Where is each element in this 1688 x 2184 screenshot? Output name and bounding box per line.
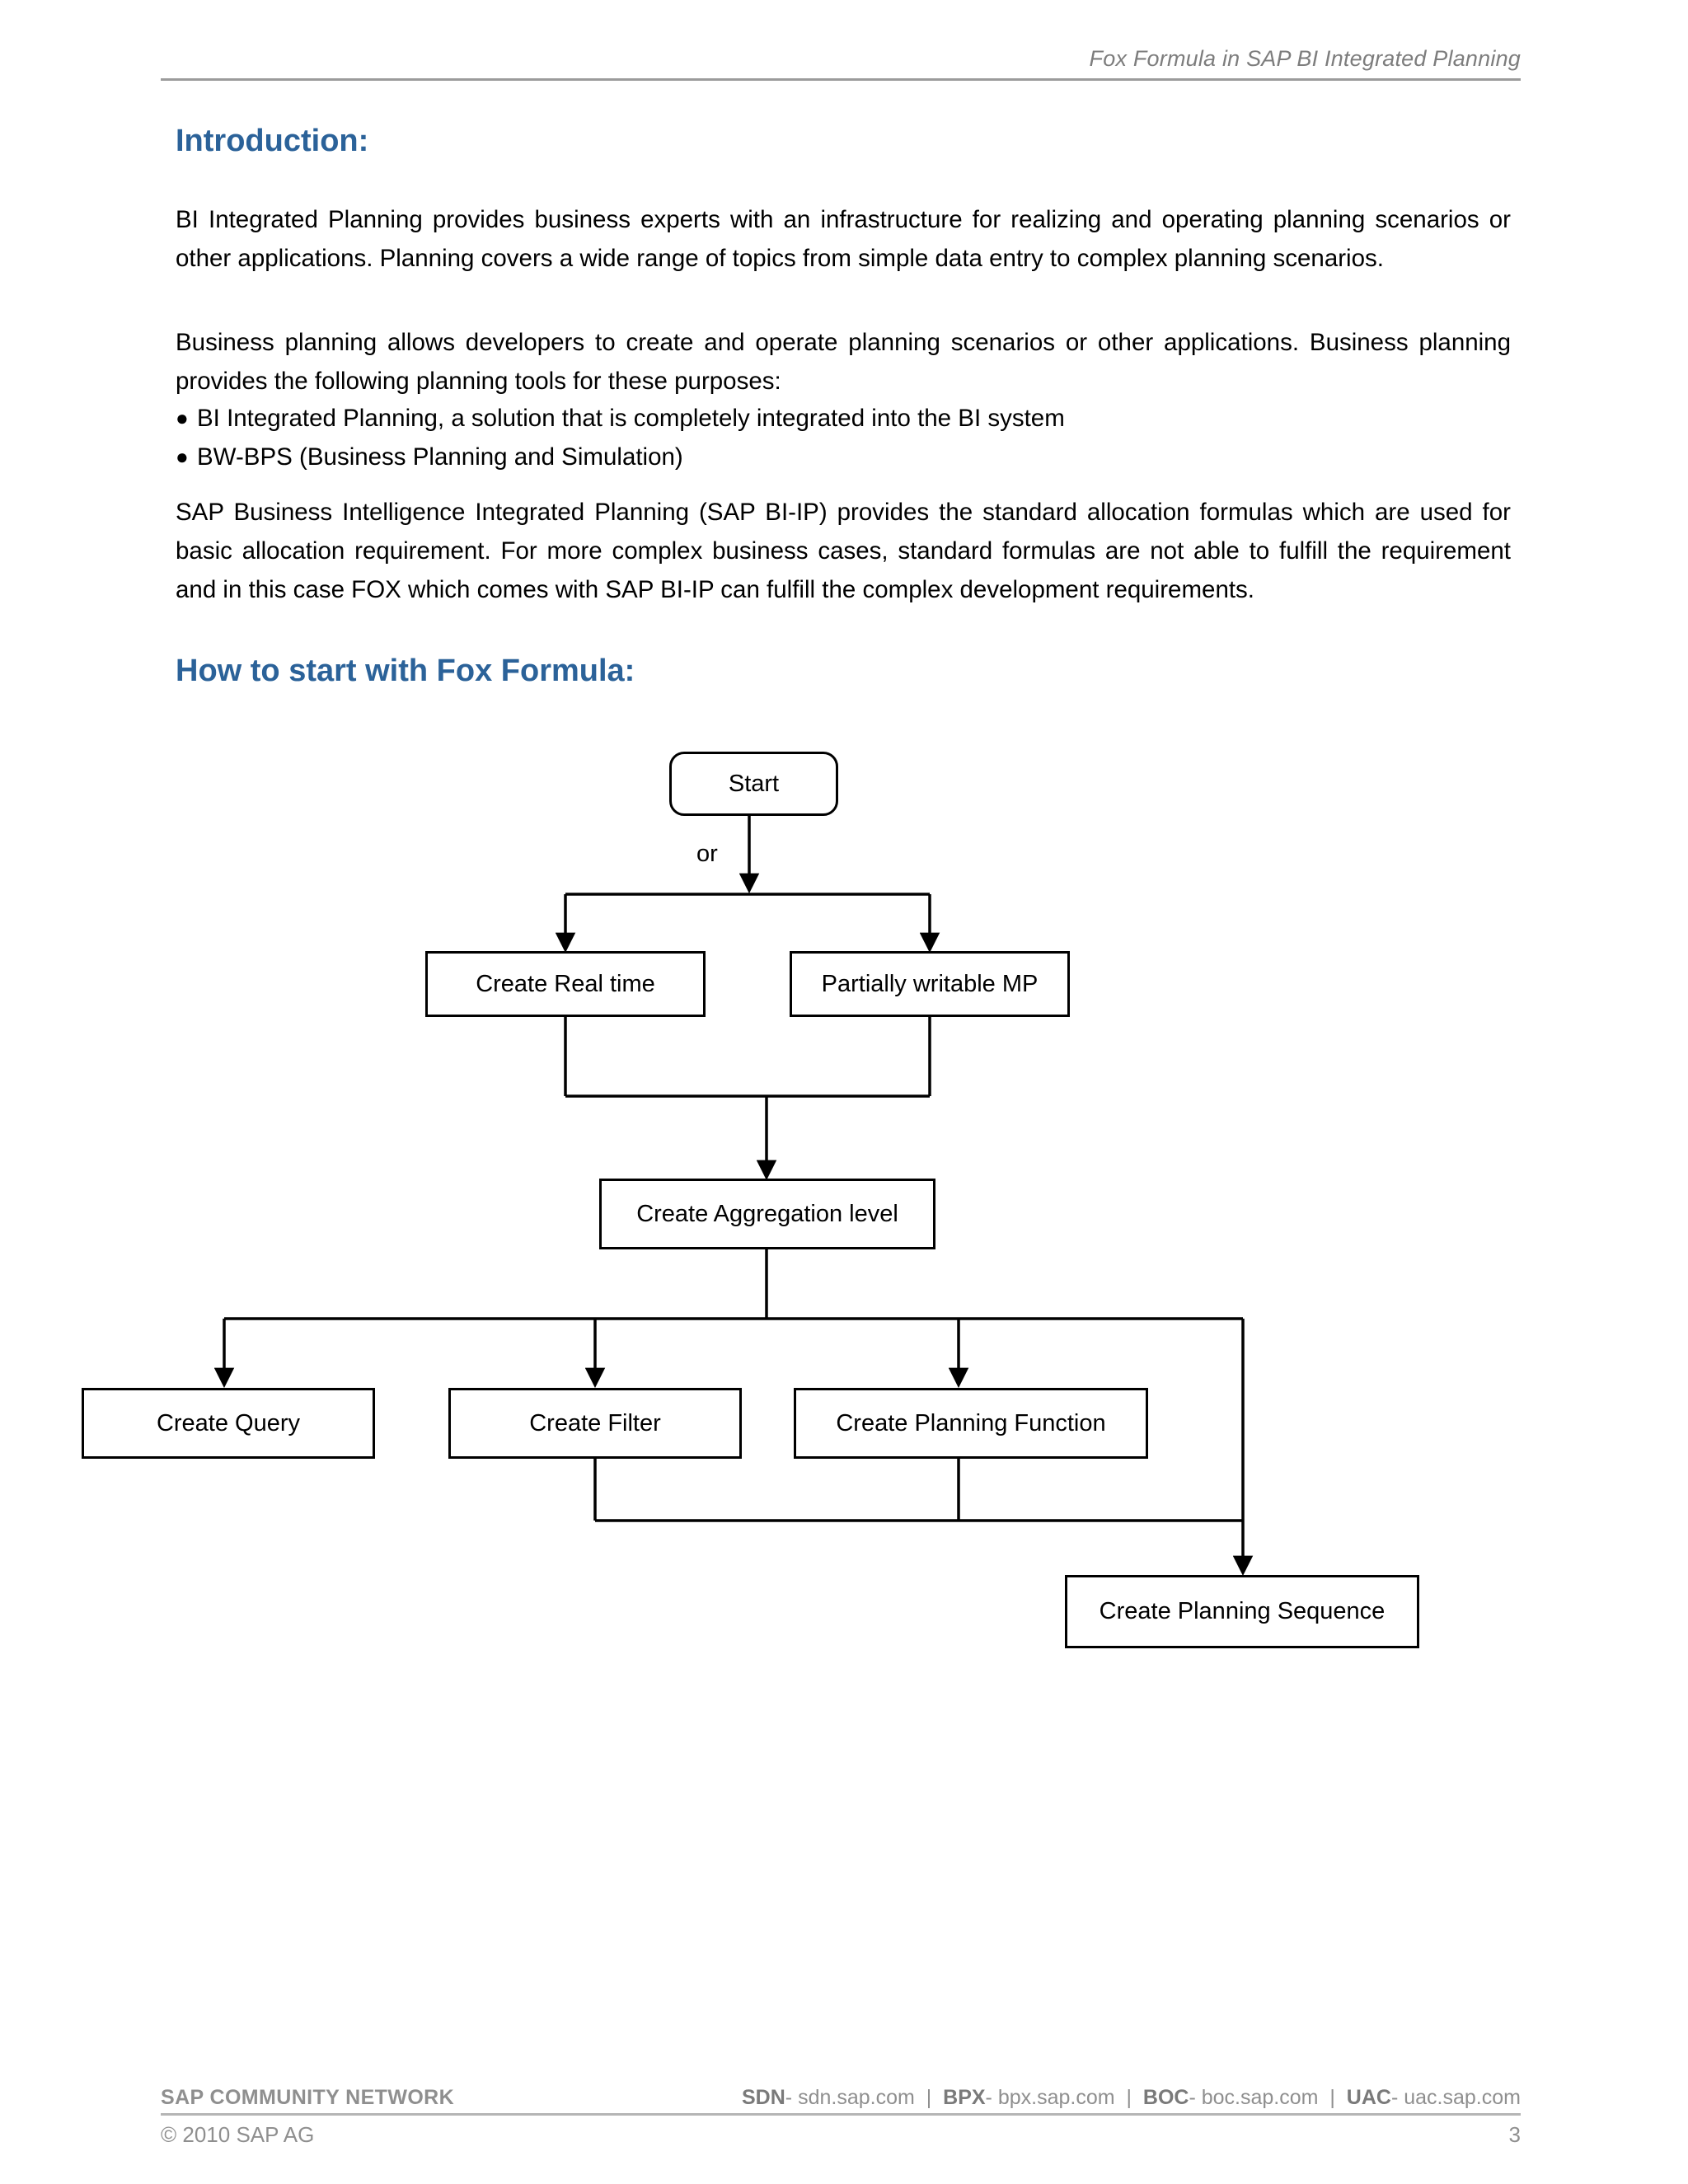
footer-top-row: SAP COMMUNITY NETWORK SDN- sdn.sap.com |… xyxy=(161,2077,1521,2116)
flow-node-partially-writable-mp[interactable]: Partially writable MP xyxy=(790,951,1070,1017)
introduction-heading: Introduction: xyxy=(176,124,369,158)
flow-node-create-aggregation-level[interactable]: Create Aggregation level xyxy=(599,1179,935,1249)
flow-node-start[interactable]: Start xyxy=(669,752,838,816)
planning-tools-list: ● BI Integrated Planning, a solution that… xyxy=(176,399,1511,476)
footer-link-name-uac: UAC xyxy=(1346,2086,1391,2109)
footer-link-url-uac[interactable]: uac.sap.com xyxy=(1404,2086,1521,2109)
bullet-icon: ● xyxy=(176,405,189,430)
footer-divider: | xyxy=(1329,2086,1335,2109)
flow-node-create-filter[interactable]: Create Filter xyxy=(448,1388,742,1459)
footer-link-name-bpx: BPX xyxy=(943,2086,986,2109)
flow-node-create-query[interactable]: Create Query xyxy=(82,1388,375,1459)
footer-page-number: 3 xyxy=(1508,2122,1521,2147)
how-to-start-heading: How to start with Fox Formula: xyxy=(176,654,635,688)
footer-link-name-boc: BOC xyxy=(1142,2086,1189,2109)
footer-divider: | xyxy=(926,2086,932,2109)
footer-link-url-bpx[interactable]: bpx.sap.com xyxy=(997,2086,1115,2109)
list-item: ● BW-BPS (Business Planning and Simulatio… xyxy=(176,438,1511,476)
footer-links: SDN- sdn.sap.com | BPX- bpx.sap.com | BO… xyxy=(742,2086,1521,2110)
intro-paragraph-2: Business planning allows developers to c… xyxy=(176,329,1511,395)
footer-link-sep-uac: - xyxy=(1390,2086,1399,2109)
footer-divider: | xyxy=(1126,2086,1132,2109)
flow-node-create-real-time[interactable]: Create Real time xyxy=(425,951,706,1017)
flow-node-create-planning-sequence[interactable]: Create Planning Sequence xyxy=(1065,1575,1419,1648)
flow-node-create-planning-function[interactable]: Create Planning Function xyxy=(794,1388,1148,1459)
flow-edge-label-or: or xyxy=(696,841,718,867)
list-item-label: BW-BPS (Business Planning and Simulation… xyxy=(197,443,683,471)
page-header: Fox Formula in SAP BI Integrated Plannin… xyxy=(161,33,1521,81)
footer-link-sep-bpx: - xyxy=(985,2086,992,2109)
footer-brand: SAP COMMUNITY NETWORK xyxy=(161,2086,455,2109)
footer-copyright: © 2010 SAP AG xyxy=(161,2122,315,2147)
footer-link-name-sdn: SDN xyxy=(742,2086,785,2109)
intro-paragraph-3: SAP Business Intelligence Integrated Pla… xyxy=(176,499,1511,603)
footer-link-sep-sdn: - xyxy=(785,2086,793,2109)
footer-link-url-sdn[interactable]: sdn.sap.com xyxy=(798,2086,915,2109)
bullet-icon: ● xyxy=(176,444,189,469)
footer-link-url-boc[interactable]: boc.sap.com xyxy=(1201,2086,1319,2109)
list-item: ● BI Integrated Planning, a solution that… xyxy=(176,399,1511,438)
header-title: Fox Formula in SAP BI Integrated Plannin… xyxy=(1089,46,1521,71)
page-footer: SAP COMMUNITY NETWORK SDN- sdn.sap.com |… xyxy=(161,2077,1521,2160)
footer-bottom-row: © 2010 SAP AG 3 xyxy=(161,2121,1521,2160)
footer-link-sep-boc: - xyxy=(1189,2086,1196,2109)
list-item-label: BI Integrated Planning, a solution that … xyxy=(197,405,1065,432)
intro-paragraph-1: BI Integrated Planning provides business… xyxy=(176,206,1511,272)
